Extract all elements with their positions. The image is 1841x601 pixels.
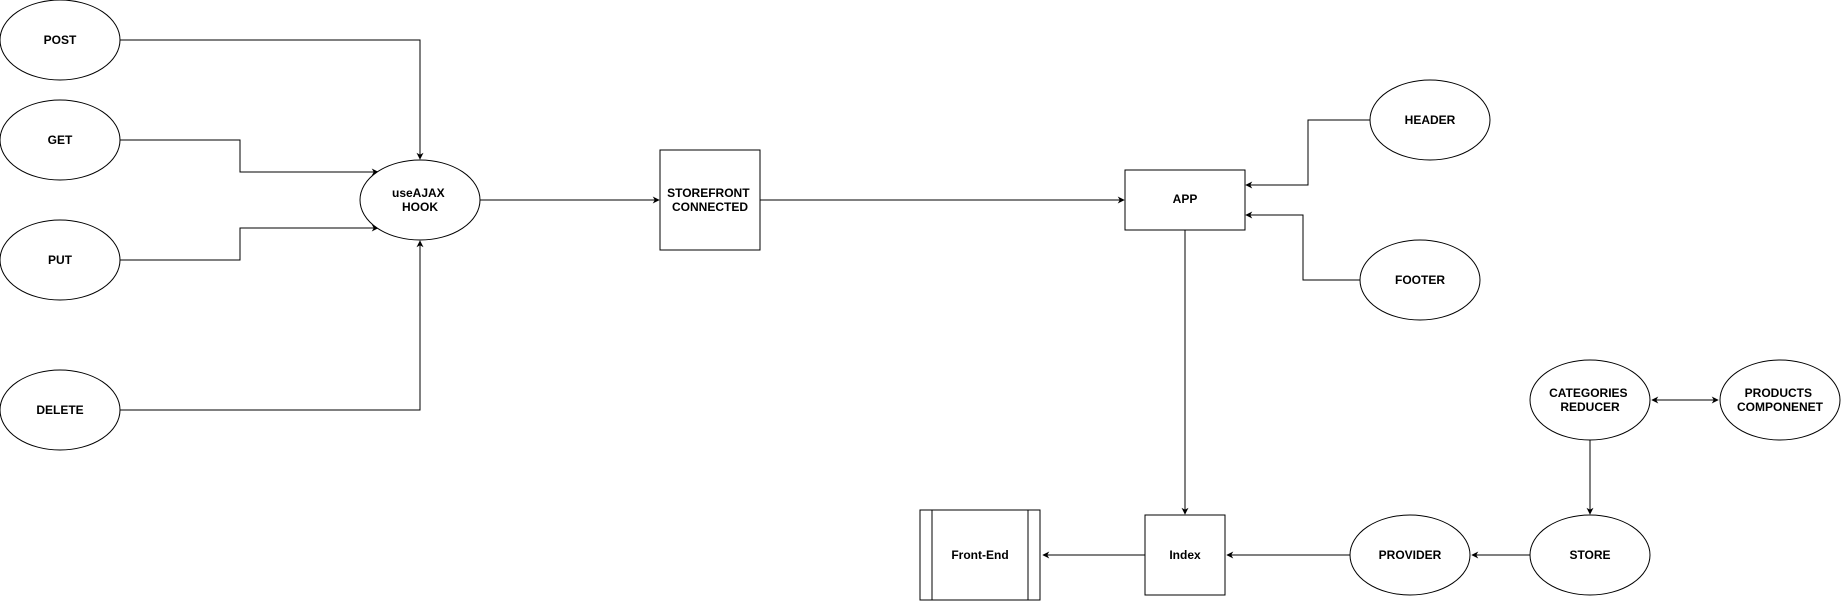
svg-text:STORE: STORE	[1569, 548, 1610, 562]
node-get: GET	[0, 99, 121, 181]
edge-footer-app	[1245, 211, 1360, 281]
node-app: APP	[1124, 169, 1246, 231]
node-index-label: Index	[1169, 548, 1201, 562]
node-footer: FOOTER	[1359, 239, 1481, 321]
svg-text:STOREFRONT CONNECTED: STOREFRONT CONNECTED	[667, 186, 753, 214]
node-put-label: PUT	[48, 253, 73, 267]
node-categories-label-line1: CATEGORIES	[1549, 386, 1627, 400]
node-post: POST	[0, 0, 121, 81]
node-frontend-label: Front-End	[951, 548, 1008, 562]
svg-text:CATEGORIES REDUCER: CATEGORIES REDUCER	[1549, 386, 1631, 414]
node-post-label: POST	[44, 33, 77, 47]
node-useajax-label-line2: HOOK	[402, 200, 438, 214]
node-footer-label: FOOTER	[1395, 273, 1445, 287]
svg-text:Index: Index	[1169, 548, 1201, 562]
edge-put-useajax	[120, 224, 379, 261]
node-storefront-label-line2: CONNECTED	[672, 200, 748, 214]
svg-text:GET: GET	[48, 133, 73, 147]
node-delete: DELETE	[0, 369, 121, 451]
svg-text:DELETE: DELETE	[36, 403, 83, 417]
node-products-label-line2: COMPONENET	[1737, 400, 1824, 414]
node-categories: CATEGORIES REDUCER	[1529, 359, 1651, 441]
node-header-label: HEADER	[1405, 113, 1456, 127]
node-get-label: GET	[48, 133, 73, 147]
node-delete-label: DELETE	[36, 403, 83, 417]
svg-text:Front-End: Front-End	[951, 548, 1008, 562]
edges	[120, 39, 1719, 559]
svg-text:FOOTER: FOOTER	[1395, 273, 1445, 287]
edge-header-app	[1245, 119, 1370, 189]
node-index: Index	[1144, 514, 1226, 596]
edge-get-useajax	[120, 139, 379, 176]
node-categories-label-line2: REDUCER	[1560, 400, 1620, 414]
node-frontend: Front-End	[919, 509, 1041, 601]
edge-delete-useajax	[120, 240, 424, 411]
node-put: PUT	[0, 219, 121, 301]
node-storefront: STOREFRONT CONNECTED	[659, 149, 761, 251]
node-provider-label: PROVIDER	[1379, 548, 1442, 562]
svg-text:useAJAX HOOK: useAJAX HOOK	[392, 186, 448, 214]
node-store-label: STORE	[1569, 548, 1610, 562]
svg-text:PROVIDER: PROVIDER	[1379, 548, 1442, 562]
node-useajax-label-line1: useAJAX	[392, 186, 445, 200]
svg-text:PUT: PUT	[48, 253, 73, 267]
node-header: HEADER	[1369, 79, 1491, 161]
node-app-label: APP	[1173, 192, 1198, 206]
node-products: PRODUCTS COMPONENET	[1719, 359, 1841, 441]
edge-post-useajax	[120, 39, 424, 160]
svg-text:HEADER: HEADER	[1405, 113, 1456, 127]
node-products-label-line1: PRODUCTS	[1745, 386, 1812, 400]
node-useajax: useAJAX HOOK	[359, 159, 481, 241]
node-storefront-label-line1: STOREFRONT	[667, 186, 750, 200]
svg-text:APP: APP	[1173, 192, 1198, 206]
svg-text:PRODUCTS COMPONENET: PRODUCTS COMPONENET	[1737, 386, 1824, 414]
node-store: STORE	[1529, 514, 1651, 596]
node-provider: PROVIDER	[1349, 514, 1471, 596]
svg-text:POST: POST	[44, 33, 77, 47]
